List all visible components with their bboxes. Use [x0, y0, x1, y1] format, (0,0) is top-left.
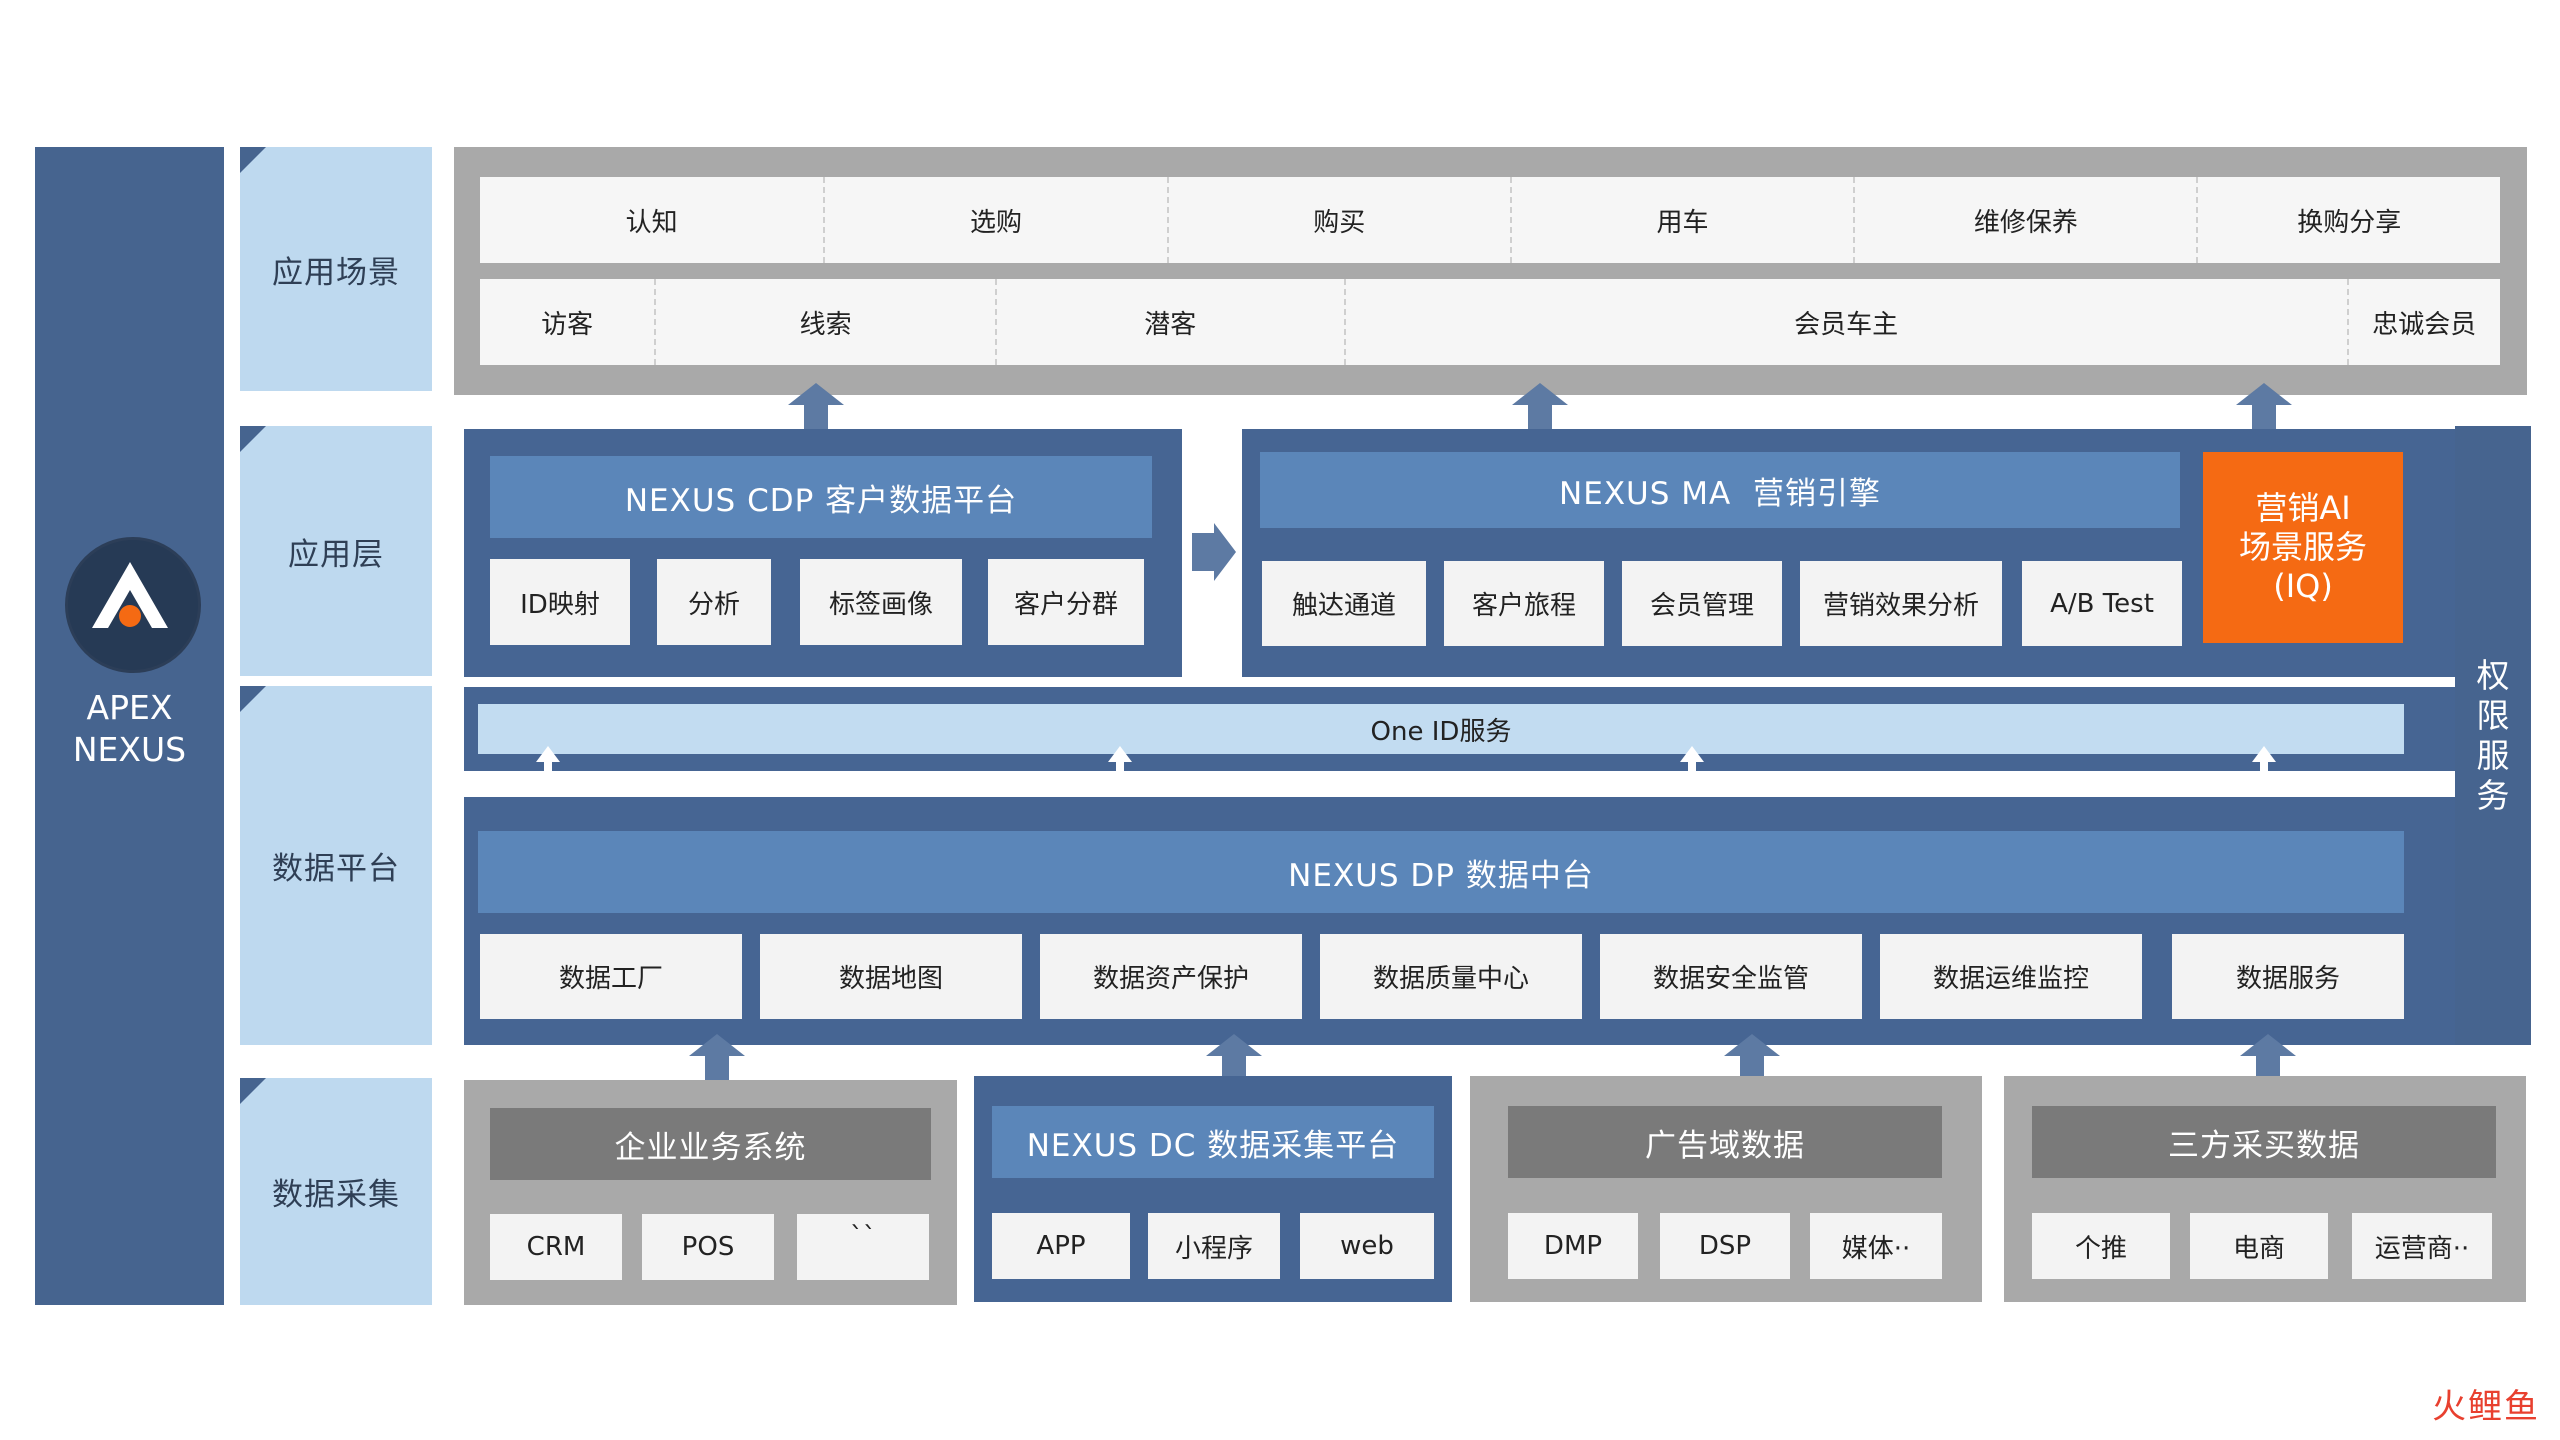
arrow-up-icon [1206, 1034, 1262, 1080]
layer-label-text: 应用场景 [272, 254, 400, 291]
arrow-up-icon [1512, 383, 1568, 429]
corner-marker [240, 1078, 266, 1104]
arrow-up-icon [689, 1034, 745, 1080]
third-party-tile: 电商 [2190, 1213, 2328, 1279]
dp-tile: 数据质量中心 [1320, 934, 1582, 1019]
bidirectional-arrow-icon [1680, 746, 1704, 822]
ma-tile: A/B Test [2022, 561, 2182, 646]
ma-tile: 会员管理 [1622, 561, 1782, 646]
stage-cell: 忠诚会员 [2348, 279, 2500, 365]
third-party-data-title: 三方采买数据 [2032, 1106, 2496, 1178]
layer-label-collection: 数据采集 [240, 1078, 432, 1305]
corner-marker [240, 426, 266, 452]
ai-scene-service-box: 营销AI 场景服务 (IQ) [2203, 452, 2403, 643]
ad-data-tile: DSP [1660, 1213, 1790, 1279]
dp-tile: 数据工厂 [480, 934, 742, 1019]
cdp-tile: 客户分群 [988, 559, 1144, 645]
cdp-title: NEXUS CDP 客户数据平台 [490, 456, 1152, 538]
stage-cell: 潜客 [996, 279, 1346, 365]
permission-char: 权 [2476, 655, 2510, 695]
arrow-up-icon [2236, 383, 2292, 429]
permission-char: 服 [2476, 735, 2510, 775]
enterprise-system-title: 企业业务系统 [490, 1108, 931, 1180]
dp-tile: 数据运维监控 [1880, 934, 2142, 1019]
stage-cell: 访客 [480, 279, 657, 365]
ad-data-tile: DMP [1508, 1213, 1638, 1279]
dp-tile: 数据安全监管 [1600, 934, 1862, 1019]
dp-title: NEXUS DP 数据中台 [478, 831, 2404, 913]
stage-cell: 线索 [656, 279, 997, 365]
ma-tile: 营销效果分析 [1800, 561, 2002, 646]
layer-label-data-platform: 数据平台 [240, 686, 432, 1045]
third-party-tile: 运营商·· [2352, 1213, 2492, 1279]
bidirectional-arrow-icon [536, 746, 560, 822]
permission-service-bar: 权 限 服 务 [2455, 426, 2531, 1045]
layer-label-text: 数据采集 [272, 1177, 400, 1213]
scene-cell: 换购分享 [2198, 177, 2500, 263]
dp-tile: 数据服务 [2172, 934, 2404, 1019]
ai-service-line: 营销AI [2255, 489, 2351, 527]
enterprise-tile: CRM [490, 1214, 622, 1280]
enterprise-tile: POS [642, 1214, 774, 1280]
ai-service-line: (IQ) [2273, 567, 2333, 605]
third-party-tile: 个推 [2032, 1213, 2170, 1279]
ai-service-line: 场景服务 [2238, 528, 2367, 566]
scenes-row-1: 认知 选购 购买 用车 维修保养 换购分享 [480, 177, 2500, 263]
permission-char: 务 [2476, 775, 2510, 815]
scene-cell: 用车 [1511, 177, 1856, 263]
enterprise-tile: `` [797, 1214, 929, 1280]
dc-tile: web [1300, 1213, 1434, 1279]
cdp-tile: 分析 [657, 559, 771, 645]
scene-cell: 选购 [825, 177, 1169, 263]
stage-cell: 会员车主 [1345, 279, 2349, 365]
permission-char: 限 [2476, 695, 2510, 735]
cdp-tile: 标签画像 [800, 559, 962, 645]
watermark-logo: 火鲤鱼 [2432, 1387, 2540, 1427]
dc-tile: 小程序 [1148, 1213, 1280, 1279]
scene-cell: 购买 [1168, 177, 1512, 263]
corner-marker [240, 686, 266, 712]
scene-cell: 认知 [480, 177, 826, 263]
scene-cell: 维修保养 [1855, 177, 2199, 263]
ma-tile: 触达通道 [1262, 561, 1426, 646]
ma-title: NEXUS MA 营销引擎 [1260, 452, 2180, 528]
ad-data-tile: 媒体·· [1810, 1213, 1942, 1279]
layer-label-app: 应用层 [240, 426, 432, 676]
bidirectional-arrow-icon [2252, 746, 2276, 822]
dc-title: NEXUS DC 数据采集平台 [992, 1106, 1434, 1178]
layer-label-text: 应用层 [288, 536, 384, 573]
arrow-up-icon [788, 383, 844, 429]
arrow-up-icon [1724, 1034, 1780, 1080]
brand-name-line1: APEX [86, 688, 173, 727]
ad-data-title: 广告域数据 [1508, 1106, 1942, 1178]
brand-column: APEX NEXUS [35, 147, 224, 1305]
layer-label-text: 数据平台 [272, 851, 400, 887]
dp-tile: 数据地图 [760, 934, 1022, 1019]
arrow-right-icon [1192, 523, 1236, 581]
apex-logo-icon [65, 537, 201, 673]
one-id-service: One ID服务 [478, 704, 2404, 754]
dp-tile: 数据资产保护 [1040, 934, 1302, 1019]
scenes-row-2: 访客 线索 潜客 会员车主 忠诚会员 [480, 279, 2500, 365]
cdp-tile: ID映射 [490, 559, 630, 645]
ma-tile: 客户旅程 [1444, 561, 1604, 646]
dc-tile: APP [992, 1213, 1130, 1279]
layer-label-scenes: 应用场景 [240, 147, 432, 391]
brand-name-line2: NEXUS [72, 730, 187, 769]
corner-marker [240, 147, 266, 173]
bidirectional-arrow-icon [1108, 746, 1132, 822]
arrow-up-icon [2240, 1034, 2296, 1080]
